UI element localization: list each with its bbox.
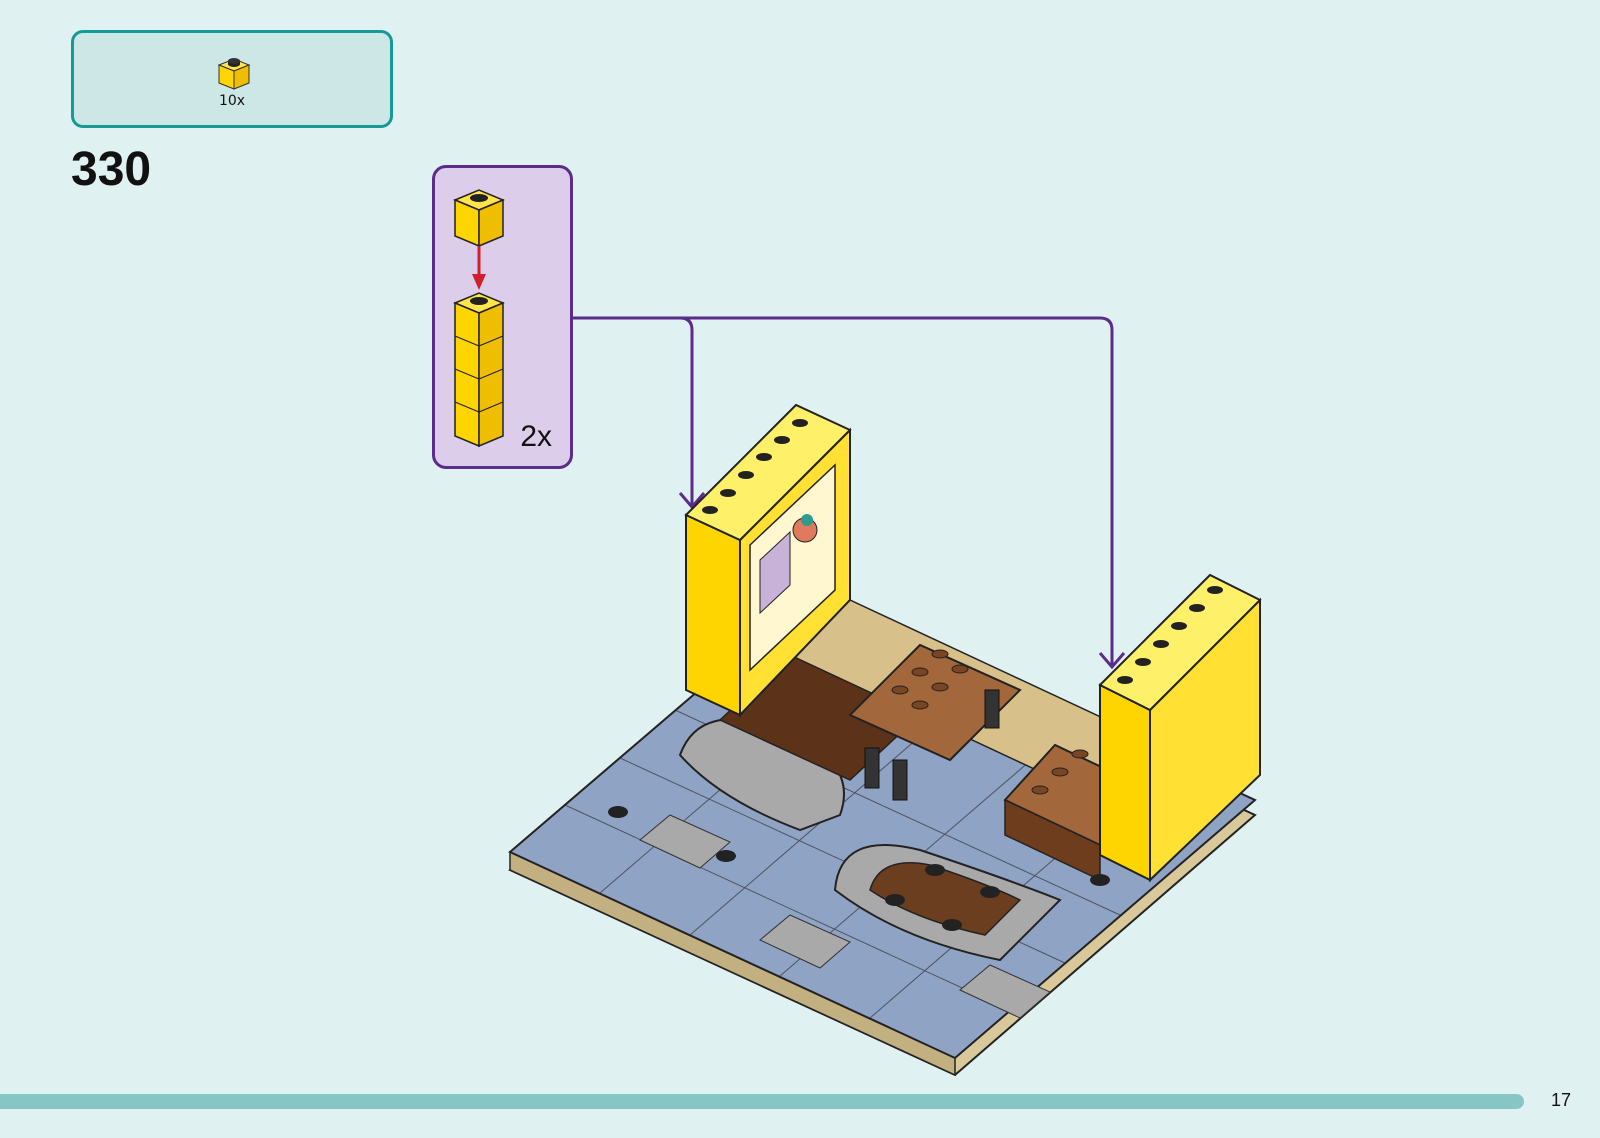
page-number: 17 [1551,1090,1571,1111]
progress-bar [0,1094,1524,1109]
right-wall [1100,575,1260,880]
